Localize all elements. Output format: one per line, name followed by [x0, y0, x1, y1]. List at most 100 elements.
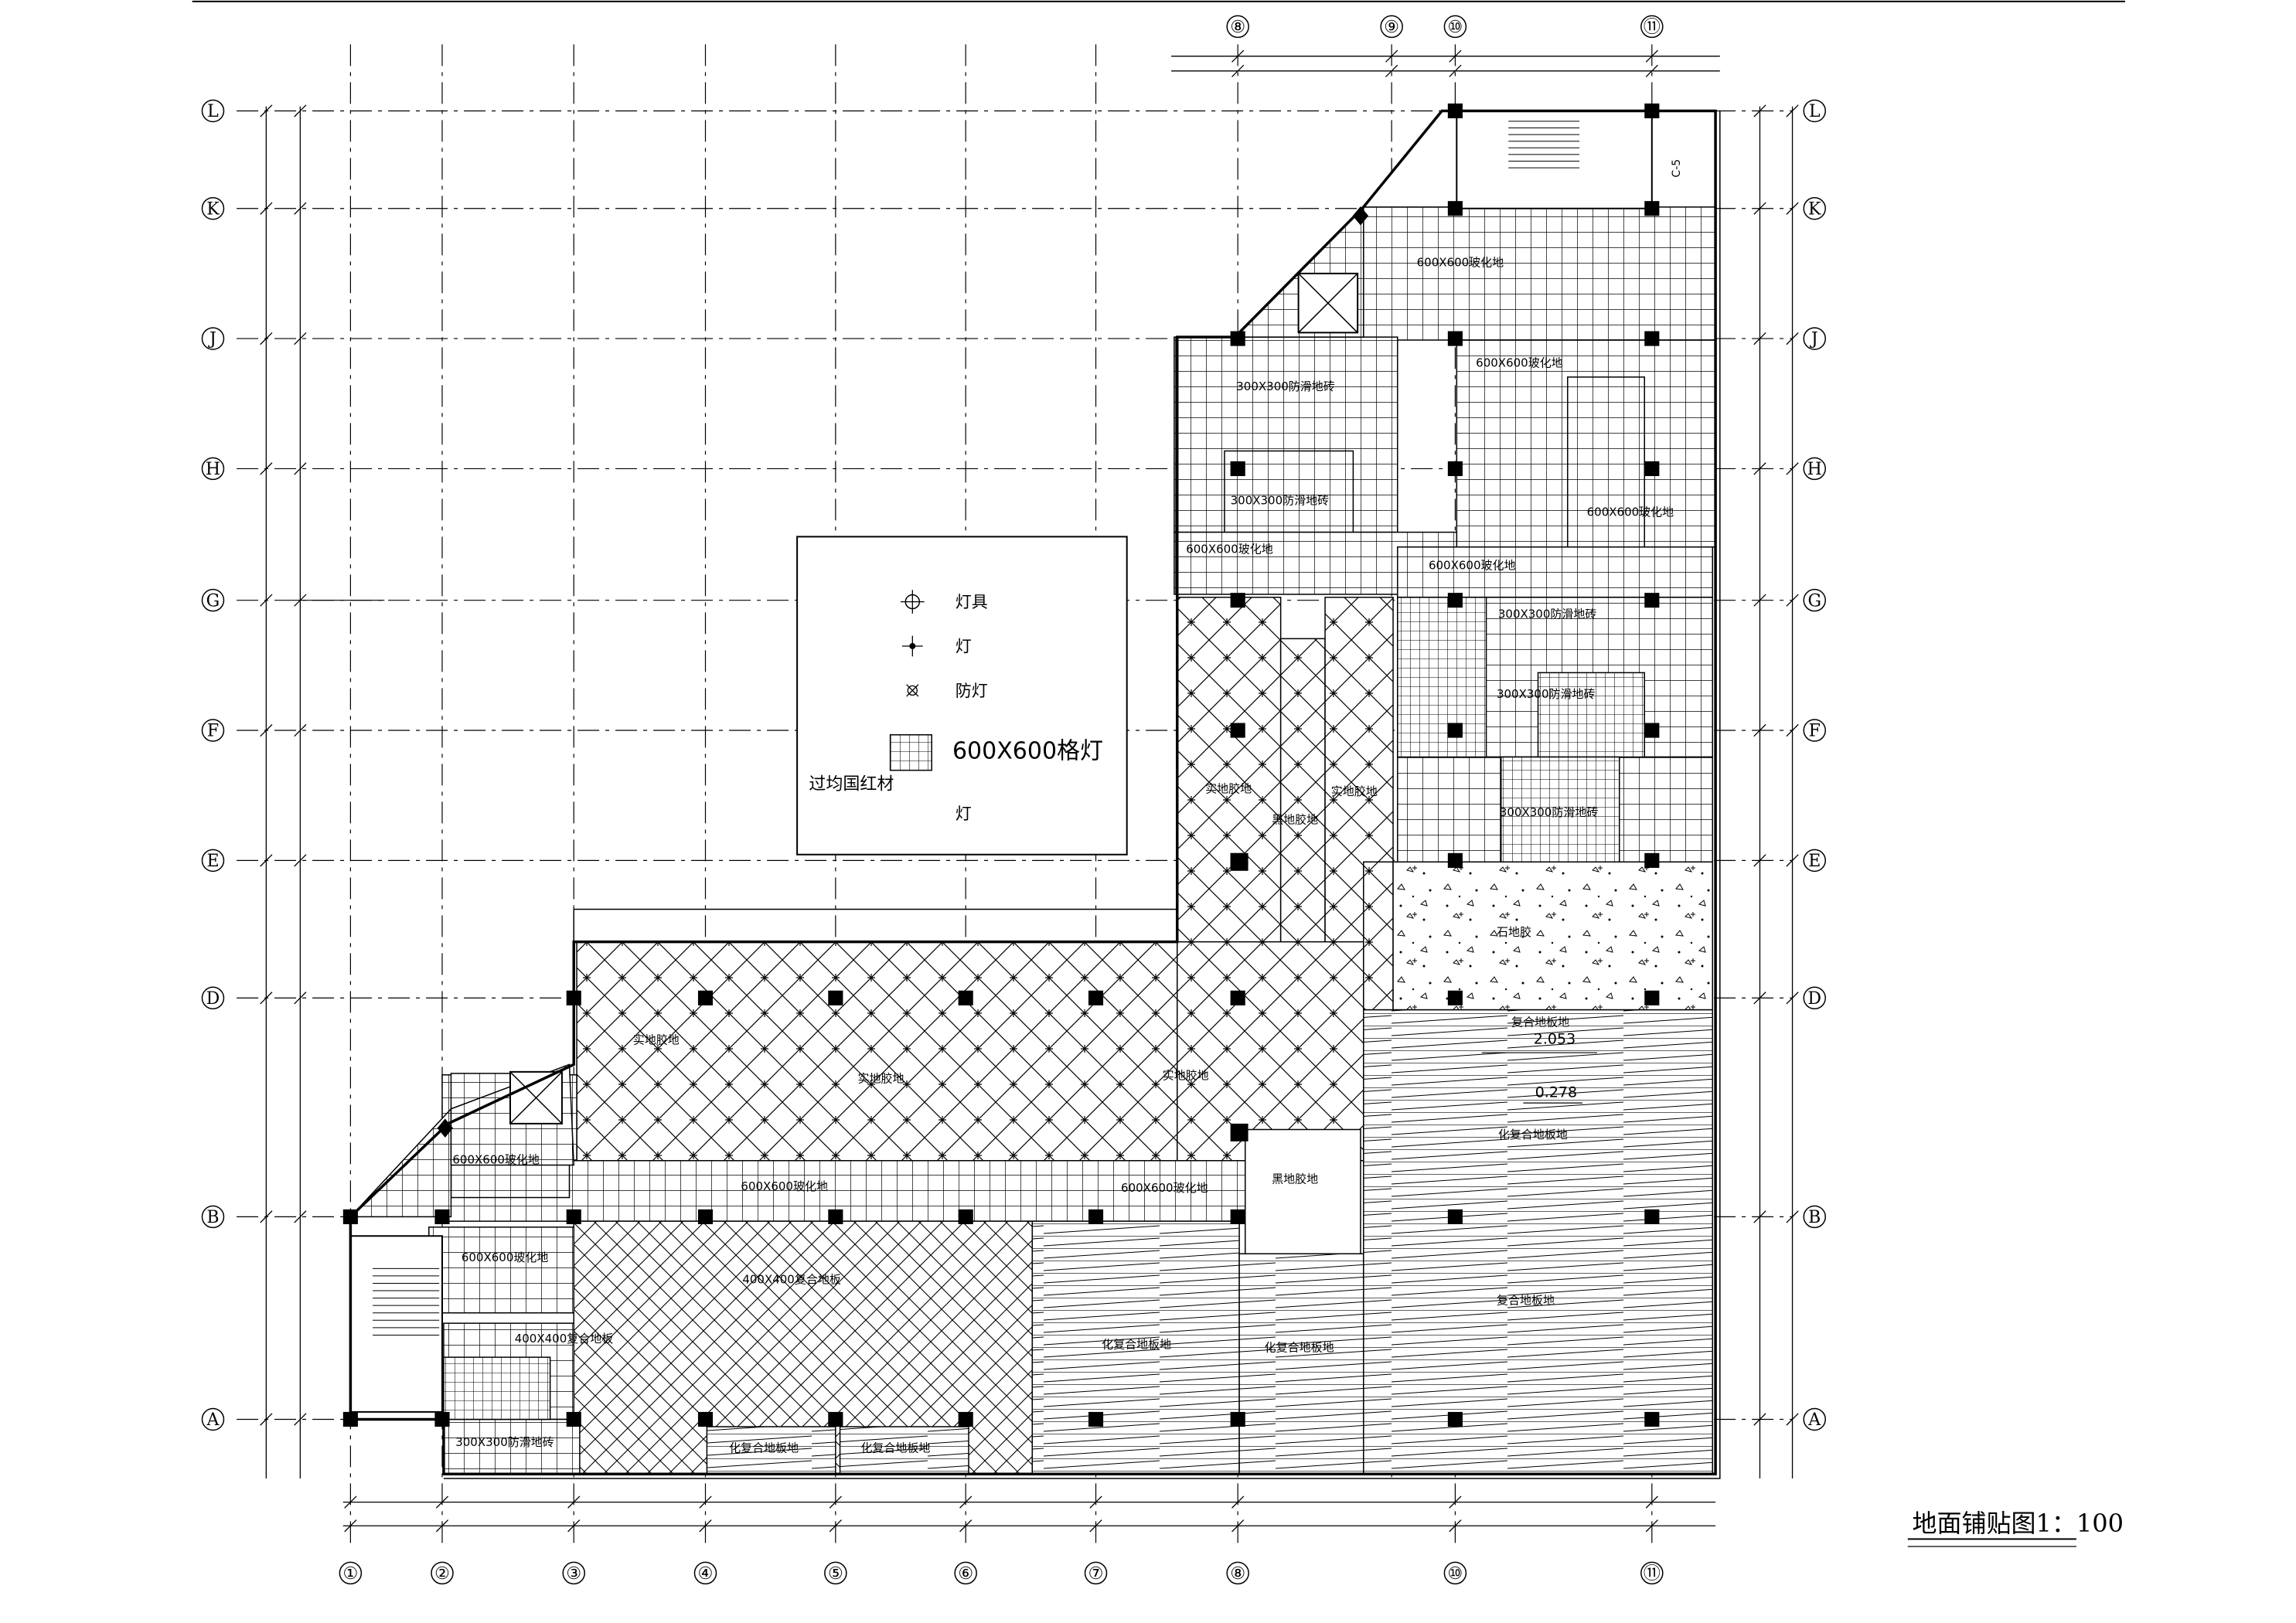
area-label-13: 实地胶地 [633, 1033, 680, 1047]
legend-label-1: 灯 [956, 638, 972, 656]
area-label-30: 化复合地板地 [729, 1441, 799, 1455]
axis-bubble-left-4: G [206, 591, 220, 611]
axis-bubble-right-4-circle [1803, 588, 1827, 612]
axis-bubble-bottom-3-circle [693, 1561, 717, 1585]
axis-bubble-right-9-circle [1803, 1407, 1827, 1431]
axis-bubble-left-6-circle [201, 849, 225, 873]
axis-bubble-bottom-2-circle [562, 1561, 585, 1585]
column-43 [1088, 1411, 1104, 1427]
axis-bubble-top-0-circle [1226, 15, 1249, 39]
axis-bubble-right-6-circle [1803, 849, 1827, 873]
axis-bubble-right-6: E [1808, 852, 1821, 871]
dim-tick-l1-5 [260, 723, 273, 737]
small-tile-room-4 [443, 1356, 551, 1421]
axis-bubble-top-1-circle [1380, 15, 1403, 39]
axis-bubble-bottom-0-circle [339, 1561, 363, 1585]
axis-bubble-right-7: D [1807, 989, 1821, 1009]
dim-tick-l2-5 [294, 723, 307, 737]
dim-tick-b2-7 [1231, 1519, 1245, 1533]
column-15 [1644, 723, 1660, 738]
floor-area-26 [1238, 1253, 1364, 1475]
axis-bubble-left-7: D [206, 989, 220, 1009]
axis-bubble-right-4: G [1807, 591, 1821, 611]
column-0 [1447, 103, 1463, 119]
dim-tick-r1-7 [1753, 992, 1766, 1005]
dim-tick-b1-2 [567, 1495, 581, 1509]
legend-label-0: 灯具 [956, 593, 988, 611]
dim-tick-b1-0 [344, 1495, 357, 1509]
column-diamond-left [437, 1118, 454, 1138]
dim-tick-b2-3 [699, 1519, 712, 1533]
dim-tick-l2-6 [294, 854, 307, 867]
dim-tick-l1-0 [260, 104, 273, 117]
axis-bubble-bottom-4-circle [824, 1561, 847, 1585]
axis-bubble-bottom-0: ① [343, 1564, 359, 1584]
axis-bubble-bottom-2: ③ [566, 1564, 581, 1584]
dim-tick-r1-4 [1753, 594, 1766, 607]
column-45 [1447, 1411, 1463, 1427]
dim-tick-r2-2 [1786, 332, 1799, 345]
area-label-12: 实地胶地 [1331, 784, 1378, 798]
column-12 [1644, 593, 1660, 608]
dim-tick-b1-6 [1089, 1495, 1102, 1509]
column-13 [1230, 723, 1245, 738]
dim-tick-l1-8 [260, 1210, 273, 1223]
columns [342, 103, 1660, 1427]
floor-area-20 [428, 1227, 574, 1314]
dim-tick-r2-3 [1786, 462, 1799, 475]
axis-bubble-right-2-circle [1803, 327, 1827, 350]
dim-tick-b2-4 [829, 1519, 842, 1533]
dim-tick-l1-6 [260, 854, 273, 867]
drawing-title: 地面铺贴图1：100 [1907, 1509, 2124, 1547]
area-label-16: 石地胶 [1497, 925, 1531, 939]
axis-bubble-bottom-5-circle [954, 1561, 977, 1585]
dim-tick-b2-9 [1645, 1519, 1658, 1533]
area-label-5: 600X600玻化地 [1186, 542, 1273, 556]
dim-tick-l1-7 [260, 992, 273, 1005]
dim-tick-b1-1 [435, 1495, 449, 1509]
column-18 [1644, 852, 1660, 868]
small-tile-room-1 [1397, 597, 1487, 758]
dim-tick-t1-1 [1385, 49, 1398, 63]
area-label-10: 实地胶地 [1205, 781, 1252, 795]
axis-bubble-left-9-circle [201, 1407, 225, 1431]
axis-bubble-right-9: A [1807, 1410, 1821, 1430]
exterior-wall [349, 109, 1717, 1476]
axis-bubble-right-0-circle [1803, 99, 1827, 123]
axis-bubble-bottom-1-circle [431, 1561, 454, 1585]
column-36 [1644, 1209, 1660, 1224]
area-label-18: 600X600玻化地 [452, 1153, 540, 1167]
axis-bubble-bottom-4: ⑤ [828, 1564, 843, 1584]
legend-label-4: 灯 [956, 805, 972, 823]
dim-tick-r1-9 [1753, 1413, 1766, 1426]
area-label-20: 600X600玻化地 [462, 1250, 549, 1264]
area-label-14: 实地胶地 [1163, 1068, 1209, 1082]
axis-bubble-left-5: F [207, 722, 219, 741]
floor-area-13 [576, 941, 1178, 1162]
column-extra-2 [1230, 1123, 1248, 1142]
dim-tick-b1-5 [959, 1495, 973, 1509]
axis-bubble-bottom-7: ⑧ [1230, 1564, 1245, 1584]
column-22 [958, 990, 973, 1005]
dim-tick-b2-8 [1449, 1519, 1462, 1533]
axis-bubble-left-2-circle [201, 327, 225, 350]
column-30 [697, 1209, 714, 1224]
dim-tick-b1-4 [829, 1495, 842, 1509]
column-extra-1 [1230, 852, 1248, 871]
column-11 [1447, 593, 1463, 608]
area-label-24: 300X300防滑地砖 [455, 1435, 554, 1449]
area-label-21: 600X600玻化地 [1121, 1181, 1208, 1195]
floor-area-17 [1244, 1128, 1361, 1254]
dim-tick-b2-5 [959, 1519, 973, 1533]
dim-tick-b1-9 [1645, 1495, 1658, 1509]
axis-bubble-left-9: A [206, 1410, 220, 1430]
axis-bubble-bottom-6-circle [1084, 1561, 1108, 1585]
axis-bubble-top-3-circle [1640, 15, 1664, 39]
grid-light-icon [889, 734, 932, 771]
dimension-lines [260, 49, 1799, 1533]
dim-tick-t1-3 [1645, 49, 1658, 63]
dim-tick-l2-1 [294, 202, 307, 215]
tag-c5: C-5 [1671, 159, 1683, 178]
title-text: 地面铺贴图1：100 [1913, 1509, 2124, 1538]
floor-area-27 [1363, 1009, 1714, 1475]
